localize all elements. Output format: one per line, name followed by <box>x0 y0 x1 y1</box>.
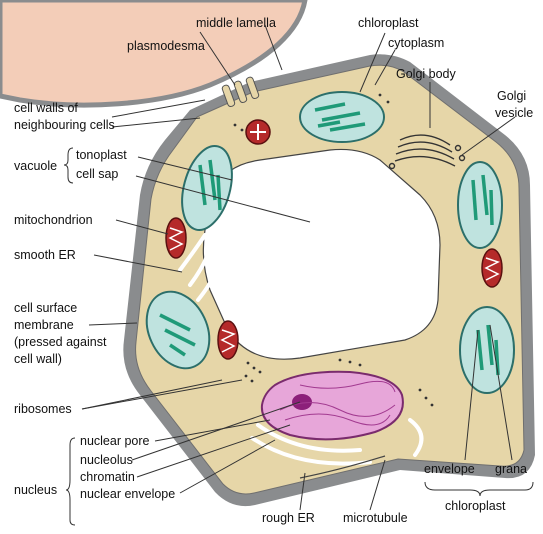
label-cell-sap: cell sap <box>76 167 118 181</box>
label-grana: grana <box>495 462 527 476</box>
label-golgi-vesicle-1: Golgi <box>497 89 526 103</box>
mitochondrion-2 <box>482 249 502 287</box>
label-csm-3: (pressed against <box>14 335 107 349</box>
label-golgi-body: Golgi body <box>396 67 457 81</box>
nucleus <box>262 372 403 440</box>
label-cell-walls-1: cell walls of <box>14 101 78 115</box>
nucleus-bracket <box>66 438 75 525</box>
vacuole <box>203 149 440 359</box>
mitochondrion-1 <box>166 218 186 258</box>
label-ribosomes: ribosomes <box>14 402 72 416</box>
label-chloroplast-bottom: chloroplast <box>445 499 506 513</box>
label-envelope: envelope <box>424 462 475 476</box>
label-chromatin: chromatin <box>80 470 135 484</box>
mitochondrion-top <box>246 120 270 144</box>
label-mitochondrion: mitochondrion <box>14 213 93 227</box>
label-nuclear-envelope: nuclear envelope <box>80 487 175 501</box>
label-rough-er: rough ER <box>262 511 315 525</box>
label-plasmodesma: plasmodesma <box>127 39 205 53</box>
chloroplast-lower-right <box>460 307 514 393</box>
label-chloroplast-top: chloroplast <box>358 16 419 30</box>
label-csm-1: cell surface <box>14 301 77 315</box>
label-tonoplast: tonoplast <box>76 148 127 162</box>
label-vacuole: vacuole <box>14 159 57 173</box>
chloroplast-right-top <box>458 162 502 248</box>
mitochondrion-3 <box>218 321 238 359</box>
chloroplast-top <box>300 92 384 142</box>
label-nuclear-pore: nuclear pore <box>80 434 150 448</box>
chloroplast-bracket <box>425 482 533 496</box>
label-middle-lamella: middle lamella <box>196 16 276 30</box>
label-csm-4: cell wall) <box>14 352 62 366</box>
label-nucleus: nucleus <box>14 483 57 497</box>
vacuole-bracket <box>64 148 73 183</box>
label-cytoplasm: cytoplasm <box>388 36 444 50</box>
label-golgi-vesicle-2: vesicle <box>495 106 533 120</box>
label-nucleolus: nucleolus <box>80 453 133 467</box>
label-csm-2: membrane <box>14 318 74 332</box>
label-cell-walls-2: neighbouring cells <box>14 118 115 132</box>
label-smooth-er: smooth ER <box>14 248 76 262</box>
label-microtubule: microtubule <box>343 511 408 525</box>
